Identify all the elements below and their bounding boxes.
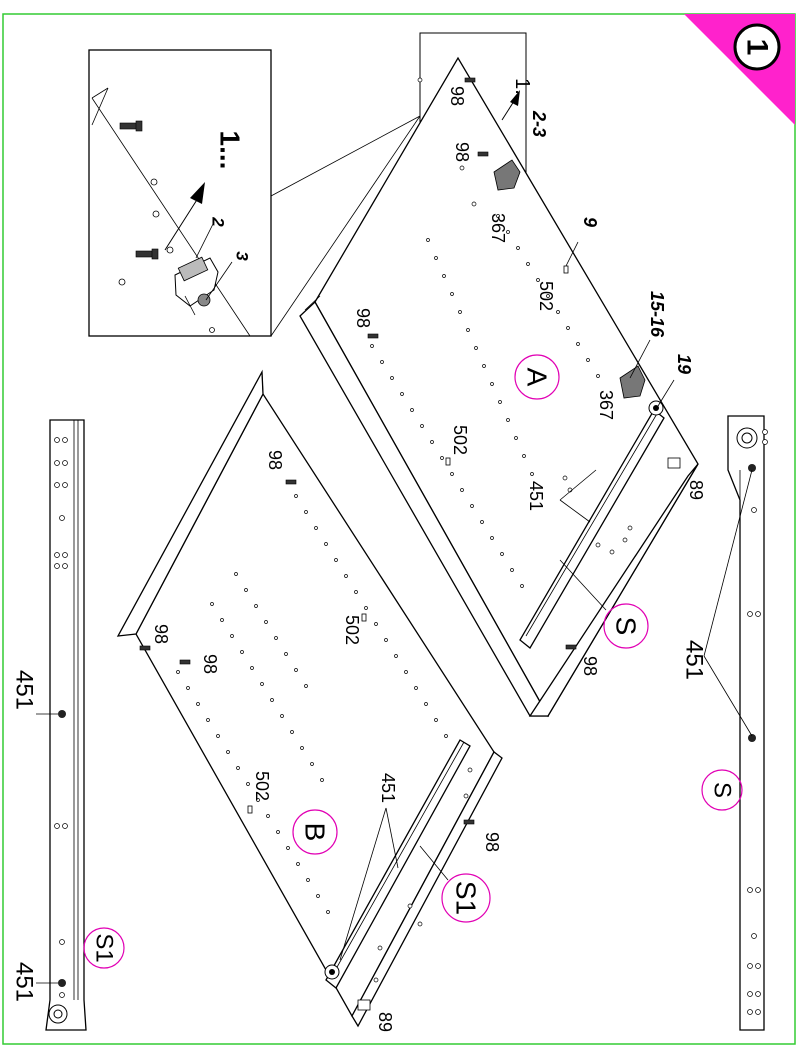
panel-a bbox=[299, 56, 699, 718]
ref-451: 451 bbox=[378, 773, 398, 803]
screw-icon bbox=[58, 710, 66, 718]
ref-2-3: 2-3 bbox=[529, 110, 549, 137]
screw-icon bbox=[58, 979, 66, 987]
ref-98: 98 bbox=[447, 86, 467, 106]
ref-502: 502 bbox=[252, 771, 272, 801]
hole-row bbox=[370, 77, 633, 588]
ref-367: 367 bbox=[488, 213, 508, 243]
panel-b-label: B bbox=[300, 823, 331, 842]
ref-89: 89 bbox=[686, 480, 706, 500]
ref-9: 9 bbox=[580, 217, 600, 227]
screw-icon bbox=[463, 819, 475, 825]
ref-98: 98 bbox=[151, 624, 171, 644]
ref-502: 502 bbox=[450, 425, 470, 455]
screw-icon bbox=[565, 644, 577, 650]
runner-s-side bbox=[703, 415, 768, 1031]
runner-s-label: S bbox=[611, 617, 642, 636]
ref-98: 98 bbox=[200, 654, 220, 674]
ref-98: 98 bbox=[482, 832, 502, 852]
dowel-icon bbox=[357, 999, 371, 1011]
ref-98: 98 bbox=[353, 308, 373, 328]
screw-icon bbox=[464, 77, 476, 83]
ref-98: 98 bbox=[265, 450, 285, 470]
hole-row bbox=[176, 494, 473, 983]
screw-icon bbox=[748, 734, 756, 742]
detail-arrow-label: 1... bbox=[215, 131, 246, 170]
ref-98: 98 bbox=[580, 656, 600, 676]
screw-icon bbox=[748, 464, 756, 472]
ref-502: 502 bbox=[342, 615, 362, 645]
screw-icon bbox=[119, 120, 143, 132]
arrow-icon bbox=[501, 90, 520, 121]
screw-icon bbox=[135, 248, 159, 260]
arrow-icon bbox=[164, 182, 205, 251]
step-number: 1 bbox=[741, 39, 774, 56]
runner-s1-label: S1 bbox=[451, 881, 482, 915]
ref-89: 89 bbox=[375, 1012, 395, 1032]
ref-451: 451 bbox=[526, 481, 546, 511]
runner-s-side-label: S bbox=[709, 782, 736, 798]
ref-451: 451 bbox=[11, 962, 38, 1002]
ref-19: 19 bbox=[674, 354, 694, 374]
cam-lock-icon bbox=[324, 964, 340, 980]
screw-icon bbox=[179, 659, 191, 665]
screw-icon bbox=[477, 151, 489, 157]
ref-98: 98 bbox=[452, 142, 472, 162]
dowel-icon bbox=[667, 457, 681, 469]
step-badge: 1 bbox=[684, 14, 795, 125]
detail-part-3: 3 bbox=[233, 251, 252, 261]
screw-icon bbox=[367, 333, 379, 339]
panel-b bbox=[116, 369, 503, 1028]
detail-part-2: 2 bbox=[209, 216, 228, 227]
ref-502: 502 bbox=[536, 281, 556, 311]
hinge-bracket-icon bbox=[493, 159, 521, 191]
cam-lock-icon bbox=[648, 400, 664, 416]
runner-s1-side bbox=[36, 419, 87, 1031]
panel-a-label: A bbox=[522, 368, 553, 387]
page-frame bbox=[2, 13, 796, 1045]
screw-icon bbox=[139, 645, 151, 651]
detail-inset: 1... 2 3 bbox=[88, 49, 272, 337]
runner-s1-side-label: S1 bbox=[91, 933, 118, 962]
ref-451: 451 bbox=[681, 640, 708, 680]
ref-367: 367 bbox=[596, 390, 616, 420]
arrow-main-label: 1... bbox=[511, 78, 533, 106]
screw-icon bbox=[285, 479, 297, 485]
hinge-bracket-icon bbox=[174, 256, 219, 316]
ref-451: 451 bbox=[11, 670, 38, 710]
ref-15-16: 15-16 bbox=[647, 291, 667, 338]
